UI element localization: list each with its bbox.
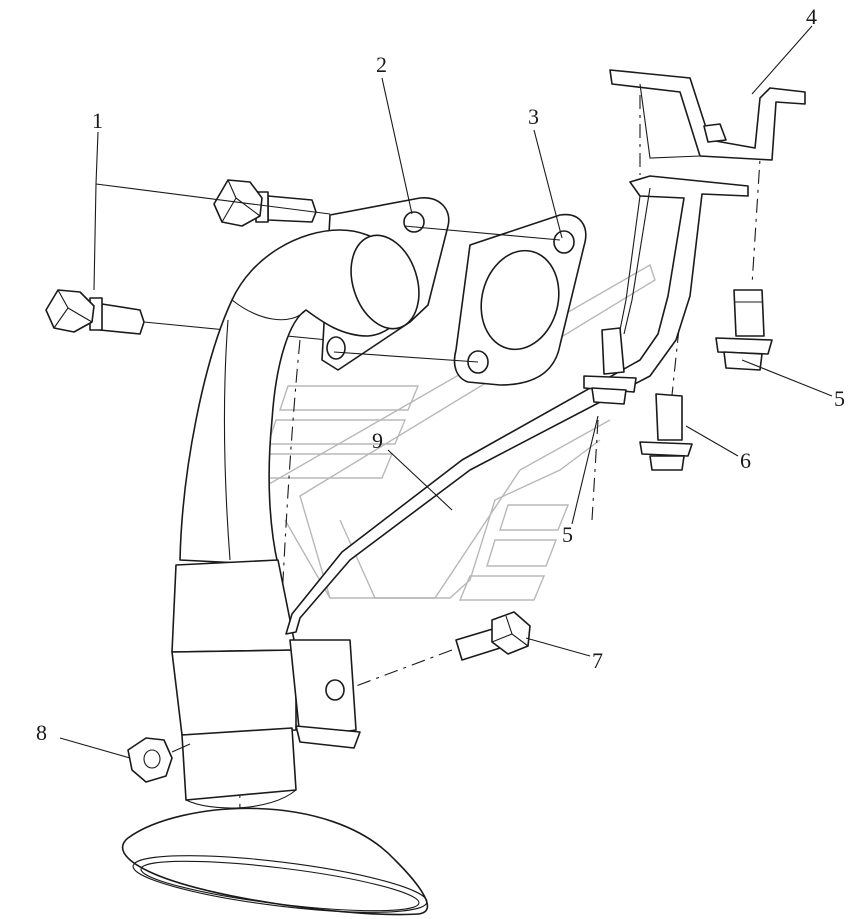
callout-2: 2 bbox=[376, 52, 387, 77]
callout-4: 4 bbox=[806, 4, 817, 29]
callout-1: 1 bbox=[92, 108, 103, 133]
callout-6: 6 bbox=[740, 448, 751, 473]
hex-bolt-item-7 bbox=[455, 611, 531, 661]
leader-item-7 bbox=[525, 637, 591, 657]
bolt-item-1-upper bbox=[213, 179, 317, 227]
callout-3: 3 bbox=[528, 104, 539, 129]
leader-item-5-lower bbox=[571, 415, 599, 525]
nut-axis-line bbox=[171, 743, 191, 753]
mounting-bracket-item-4 bbox=[609, 69, 806, 161]
bolt-item-1-lower bbox=[45, 289, 145, 335]
callout-8: 8 bbox=[36, 720, 47, 745]
watermark-logo bbox=[249, 263, 656, 601]
leader-item-8 bbox=[59, 737, 131, 759]
gasket-item-3 bbox=[453, 213, 587, 386]
flange-bolt-item-5-right bbox=[715, 289, 773, 371]
leader-item-3 bbox=[533, 129, 563, 239]
flange-gasket-axis-upper bbox=[403, 225, 561, 241]
leader-item-4 bbox=[751, 25, 813, 95]
callout-9: 9 bbox=[372, 428, 383, 453]
bolt-axis-line-upper bbox=[95, 183, 331, 215]
leader-item-1 bbox=[93, 131, 99, 291]
support-strap bbox=[285, 175, 749, 749]
leader-item-9 bbox=[387, 449, 453, 511]
leader-item-5-right bbox=[741, 359, 833, 397]
leader-item-6 bbox=[685, 425, 739, 457]
callout-7: 7 bbox=[592, 648, 603, 673]
leader-item-2 bbox=[381, 77, 413, 215]
flange-bolt-item-6 bbox=[639, 393, 693, 471]
callout-5-lower: 5 bbox=[562, 522, 573, 547]
hex-nut-item-8 bbox=[127, 737, 173, 783]
callout-5-right: 5 bbox=[834, 386, 845, 411]
flange-gasket-axis-lower bbox=[333, 351, 479, 363]
clamp-bolt bbox=[583, 327, 637, 405]
exhaust-pipe bbox=[121, 229, 429, 916]
